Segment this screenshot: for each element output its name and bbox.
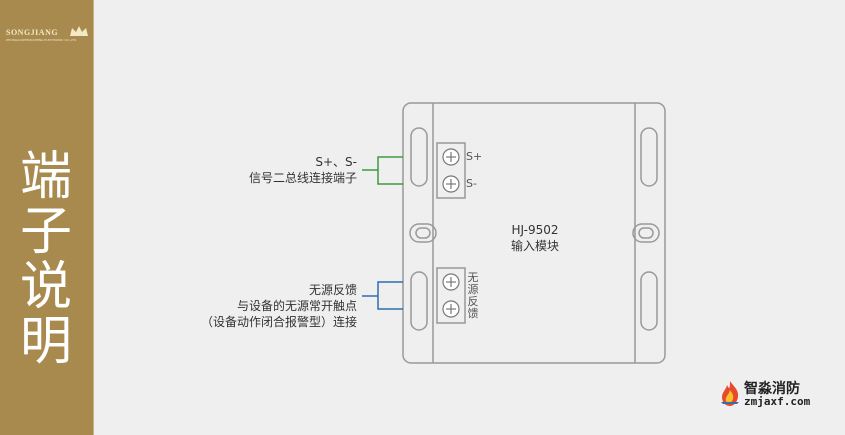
bus-callout-line1: S+、S-	[315, 155, 357, 169]
bus-callout-line2: 信号二总线连接端子	[248, 171, 357, 185]
feedback-callout: 无源反馈 与设备的无源常开触点 （设备动作闭合报警型）连接	[201, 282, 357, 330]
module-model-number: HJ-9502	[511, 223, 559, 237]
mount-hole-left	[409, 223, 437, 243]
terminal-label-s-plus: S+	[466, 150, 483, 163]
feedback-callout-line3: （设备动作闭合报警型）连接	[200, 315, 357, 329]
crown-icon	[70, 26, 88, 36]
section-title-char: 说	[19, 257, 72, 317]
section-title-char: 端	[19, 147, 72, 207]
mount-hole-right	[632, 223, 660, 243]
terminal-label-s-minus: S-	[466, 177, 477, 190]
watermark-en: zmjaxf.com	[744, 395, 811, 408]
module-model-name: 输入模块	[510, 239, 559, 253]
sidebar-panel: SONGJIANG ZHONGGUOHENGSHENG ELECTRONIC C…	[0, 0, 94, 435]
terminal-label-feedback: 无 源 反 馈	[467, 271, 479, 320]
mount-hole-left-inner	[415, 227, 431, 239]
flame-logo-icon	[721, 381, 739, 406]
mount-slot-right-top	[640, 127, 658, 187]
section-title-char: 子	[19, 202, 72, 262]
section-title-char: 明	[19, 312, 72, 372]
brand-subtitle: ZHONGGUOHENGSHENG ELECTRONIC CO.,LTD.	[6, 38, 78, 42]
module-model: HJ-9502 输入模块	[495, 222, 575, 254]
watermark: 智淼消防 zmjaxf.com	[718, 378, 813, 410]
feedback-bracket	[362, 281, 403, 310]
brand-logo: SONGJIANG ZHONGGUOHENGSHENG ELECTRONIC C…	[6, 26, 92, 46]
feedback-callout-line2: 与设备的无源常开触点	[236, 299, 357, 313]
module-outline	[402, 102, 666, 364]
section-title: 端 子 说 明	[14, 150, 78, 370]
terminal-block-feedback	[436, 267, 466, 324]
mount-slot-left-bottom	[410, 271, 428, 331]
bus-bracket	[362, 156, 403, 185]
bus-callout: S+、S- 信号二总线连接端子	[249, 154, 357, 186]
sidebar-divider	[93, 0, 94, 435]
terminal-block-bus	[436, 142, 466, 199]
watermark-cn: 智淼消防	[744, 381, 800, 397]
brand-name: SONGJIANG	[6, 28, 59, 37]
mount-slot-left-top	[410, 127, 428, 187]
feedback-callout-line1: 无源反馈	[308, 283, 357, 297]
mount-hole-right-inner	[638, 227, 654, 239]
mount-slot-right-bottom	[640, 271, 658, 331]
